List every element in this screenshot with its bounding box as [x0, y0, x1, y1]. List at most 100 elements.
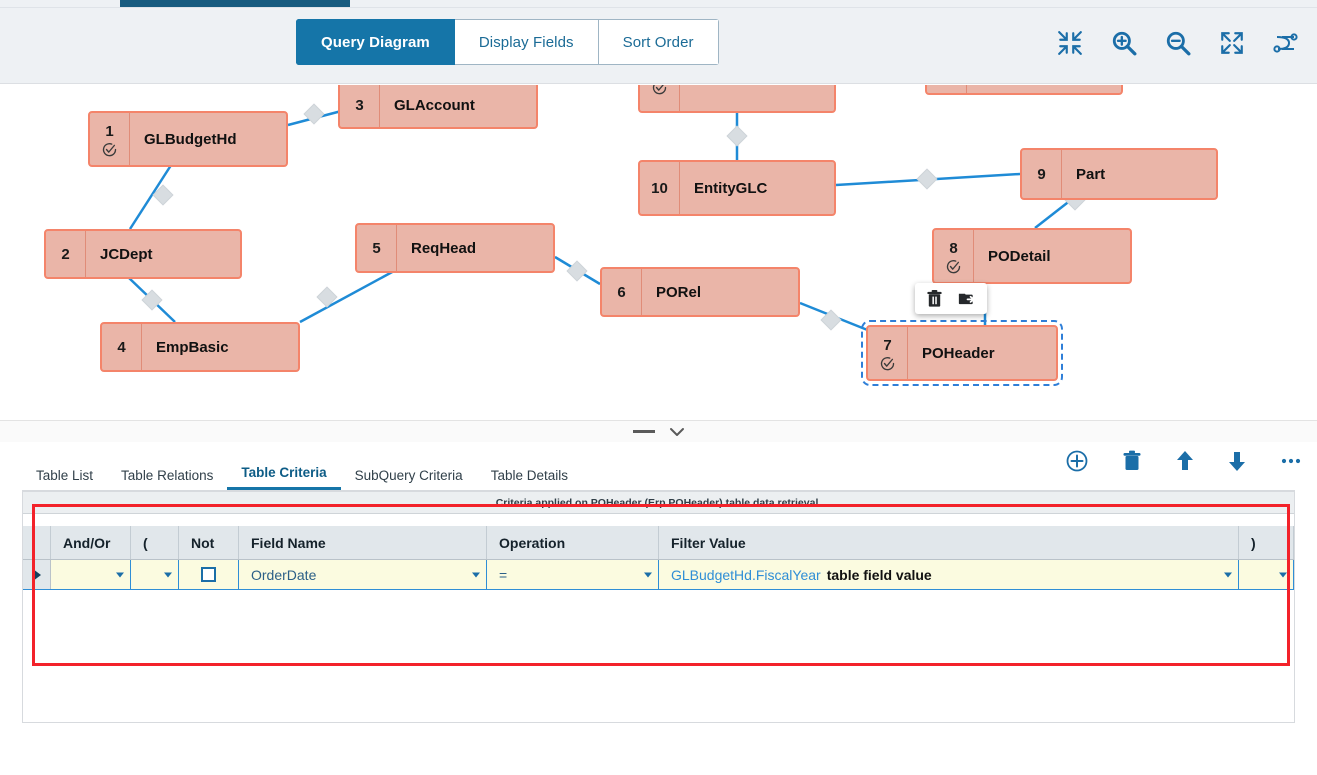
tab-table-details[interactable]: Table Details	[490, 468, 568, 483]
table-node-jcdept[interactable]: 2 JCDept	[44, 229, 242, 279]
chevron-down-icon[interactable]	[164, 572, 172, 577]
table-node-entityglc[interactable]: 10 EntityGLC	[638, 160, 836, 216]
cell-field-name[interactable]: OrderDate	[239, 560, 487, 589]
zoom-out-icon[interactable]	[1165, 30, 1191, 56]
table-node-index: 10	[640, 162, 680, 214]
column-header-rowmarker	[23, 526, 51, 559]
tab-table-criteria[interactable]: Table Criteria	[227, 465, 341, 490]
diagram-tools	[1057, 30, 1299, 56]
query-diagram-canvas[interactable]: 3 GLAccount 1 GLBudgetHd 10 EntityGLC 9 …	[0, 85, 1317, 420]
add-row-icon[interactable]	[1065, 449, 1089, 473]
delete-row-icon[interactable]	[1121, 449, 1143, 473]
table-node-index: 6	[602, 269, 642, 315]
check-circle-icon	[946, 259, 961, 273]
chevron-down-icon[interactable]	[644, 572, 652, 577]
chevron-down-icon[interactable]	[1224, 572, 1232, 577]
cell-open-paren[interactable]	[131, 560, 179, 589]
chevron-down-icon[interactable]	[1279, 572, 1287, 577]
auto-arrange-icon[interactable]	[1273, 30, 1299, 56]
column-header-filter-value[interactable]: Filter Value	[659, 526, 1239, 559]
table-node-index	[640, 85, 680, 111]
criteria-grid-header: And/Or ( Not Field Name Operation Filter…	[23, 526, 1294, 560]
cell-field-name-value: OrderDate	[251, 566, 317, 583]
column-header-and-or[interactable]: And/Or	[51, 526, 131, 559]
diagram-header-toolbar: Query Diagram Display Fields Sort Order	[0, 8, 1317, 84]
cell-close-paren[interactable]	[1239, 560, 1294, 589]
chevron-down-icon[interactable]	[472, 572, 480, 577]
chevron-down-icon[interactable]	[669, 427, 685, 437]
table-node-index: 8	[934, 230, 974, 282]
cell-and-or[interactable]	[51, 560, 131, 589]
cell-filter-value[interactable]: GLBudgetHd.FiscalYear table field value	[659, 560, 1239, 589]
table-node-label	[680, 85, 694, 111]
current-row-arrow-icon	[32, 568, 41, 581]
table-node-label: GLAccount	[394, 96, 475, 114]
tab-table-relations[interactable]: Table Relations	[121, 468, 214, 483]
chevron-down-icon[interactable]	[116, 572, 124, 577]
column-header-not[interactable]: Not	[179, 526, 239, 559]
criteria-note: Criteria applied on POHeader (Erp.POHead…	[23, 492, 1294, 514]
table-node-index: 5	[357, 225, 397, 271]
table-node-glaccount[interactable]: 3 GLAccount	[338, 85, 538, 129]
app-tab-strip	[0, 0, 1317, 8]
collapse-icon[interactable]	[1057, 30, 1083, 56]
table-node-porel[interactable]: 6 PORel	[600, 267, 800, 317]
table-node-label: JCDept	[100, 245, 153, 263]
table-node-partial-top[interactable]	[638, 85, 836, 113]
criteria-tabs: Table List Table Relations Table Criteri…	[22, 464, 1295, 491]
more-options-icon[interactable]	[1279, 449, 1303, 473]
minimize-handle-icon[interactable]	[632, 430, 655, 433]
column-header-open-paren[interactable]: (	[131, 526, 179, 559]
table-node-index: 7	[868, 327, 908, 379]
cell-not[interactable]	[179, 560, 239, 589]
criteria-toolbar	[1065, 442, 1303, 480]
panel-splitter[interactable]	[0, 420, 1317, 442]
table-node-label: PORel	[656, 283, 702, 301]
table-node-index	[927, 85, 967, 93]
column-header-field-name[interactable]: Field Name	[239, 526, 487, 559]
check-circle-icon	[102, 142, 117, 156]
cell-operation[interactable]: =	[487, 560, 659, 589]
table-node-podetail[interactable]: 8 PODetail	[932, 228, 1132, 284]
move-table-icon[interactable]	[958, 289, 977, 308]
table-node-poheader[interactable]: 7 POHeader	[861, 320, 1063, 386]
view-mode-segmented-control: Query Diagram Display Fields Sort Order	[296, 19, 719, 65]
not-checkbox[interactable]	[201, 567, 216, 582]
table-node-label: POHeader	[922, 344, 995, 362]
cell-filter-value-reference: GLBudgetHd.FiscalYear	[671, 566, 821, 583]
delete-table-icon[interactable]	[925, 289, 944, 308]
table-node-part[interactable]: 9 Part	[1020, 148, 1218, 200]
table-node-label: EntityGLC	[694, 179, 768, 197]
table-node-index: 2	[46, 231, 86, 277]
table-node-index: 1	[90, 113, 130, 165]
table-node-glbudgethd[interactable]: 1 GLBudgetHd	[88, 111, 288, 167]
app-active-tab-indicator[interactable]	[120, 0, 350, 7]
tab-subquery-criteria[interactable]: SubQuery Criteria	[354, 468, 463, 483]
check-circle-icon	[880, 356, 895, 370]
column-header-close-paren[interactable]: )	[1239, 526, 1294, 559]
zoom-in-icon[interactable]	[1111, 30, 1137, 56]
cell-operation-value: =	[499, 566, 508, 583]
tab-sort-order[interactable]: Sort Order	[598, 19, 719, 65]
move-down-icon[interactable]	[1227, 449, 1247, 473]
tab-display-fields[interactable]: Display Fields	[454, 19, 599, 65]
table-row[interactable]: OrderDate = GLBudgetHd.FiscalYear table …	[23, 560, 1294, 590]
tab-query-diagram[interactable]: Query Diagram	[296, 19, 455, 65]
table-node-label: Part	[1076, 165, 1106, 183]
table-node-index: 9	[1022, 150, 1062, 198]
fit-to-screen-icon[interactable]	[1219, 30, 1245, 56]
criteria-grid: Criteria applied on POHeader (Erp.POHead…	[22, 491, 1295, 723]
tab-table-list[interactable]: Table List	[36, 468, 94, 483]
table-node-label	[967, 85, 981, 93]
table-node-reqhead[interactable]: 5 ReqHead	[355, 223, 555, 273]
table-node-partial-topright[interactable]	[925, 85, 1123, 95]
table-node-context-menu	[915, 283, 987, 314]
move-up-icon[interactable]	[1175, 449, 1195, 473]
row-marker	[23, 560, 51, 589]
table-node-label: EmpBasic	[156, 338, 229, 356]
table-node-index: 4	[102, 324, 142, 370]
table-node-empbasic[interactable]: 4 EmpBasic	[100, 322, 300, 372]
table-node-label: PODetail	[988, 247, 1051, 265]
column-header-operation[interactable]: Operation	[487, 526, 659, 559]
